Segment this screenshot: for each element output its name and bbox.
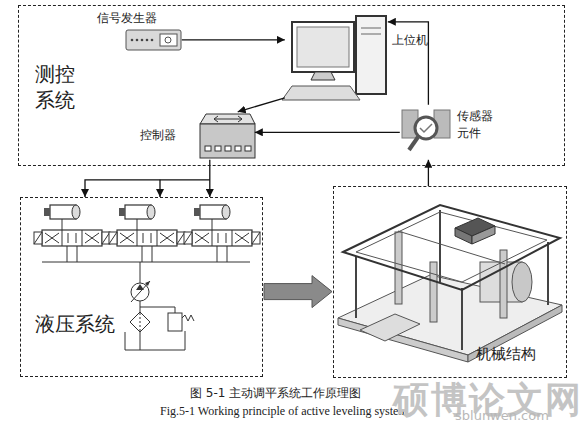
hydraulic-circuit — [34, 205, 260, 350]
watermark-url: sblunwen.com — [455, 408, 549, 423]
sensor-icon — [402, 110, 450, 150]
system-frame: 机械结构 — [333, 186, 567, 378]
node-label: 上位机 — [392, 32, 428, 48]
signal-line — [182, 39, 285, 40]
signal-line — [85, 180, 210, 197]
signal-line — [238, 98, 285, 112]
leveling-platform — [338, 205, 562, 362]
node-label: 测控 系统 — [35, 61, 81, 113]
signal-arrow — [182, 39, 285, 40]
node-label: 信号发生器 — [97, 10, 157, 26]
computer-icon — [282, 16, 386, 100]
node-label: 控制器 — [140, 127, 176, 143]
system-frame: 液压系统 — [20, 197, 263, 377]
host-computer: 上位机 — [285, 16, 388, 108]
node-label: 机械结构 — [476, 344, 536, 364]
signal-line — [159, 180, 160, 197]
signal-generator-icon — [126, 30, 181, 50]
signal-line — [388, 22, 429, 105]
sensor-element: 传感器 元件 — [400, 105, 452, 160]
signal-generator: 信号发生器 — [125, 28, 182, 52]
flow-arrow — [264, 276, 332, 308]
signal-line — [255, 132, 400, 133]
flow-arrow — [264, 276, 332, 308]
signal-arrow — [238, 98, 285, 112]
signal-arrow — [255, 132, 400, 133]
node-label: 液压系统 — [35, 311, 115, 337]
caption-english: Fig.5-1 Working principle of active leve… — [160, 404, 408, 419]
caption: 图 5-1 主动调平系统工作原理图 — [190, 385, 361, 402]
controller: 控制器 — [198, 112, 255, 160]
node-label: 传感器 元件 — [457, 108, 497, 142]
signal-line — [428, 160, 429, 186]
system-frame: 测控 系统信号发生器上位机控制器传感器 元件 — [18, 5, 565, 166]
signal-arrow — [388, 22, 429, 105]
controller-icon — [200, 114, 255, 158]
signal-arrow — [428, 160, 429, 186]
